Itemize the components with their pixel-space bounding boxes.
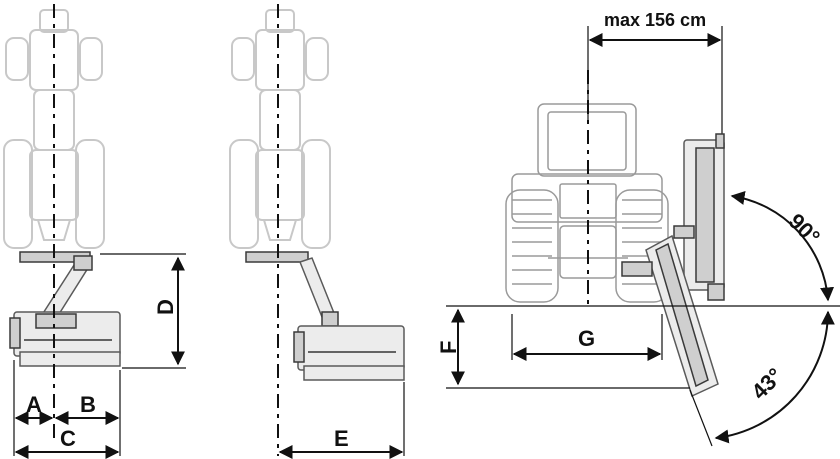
label-43: 43° bbox=[746, 363, 787, 404]
label-f: F bbox=[436, 341, 461, 354]
arc-90 bbox=[730, 191, 835, 302]
top-view-offset-mower: E bbox=[229, 4, 405, 459]
mower-body-1 bbox=[9, 311, 121, 367]
mower-vertical bbox=[683, 133, 725, 301]
mower-body-2 bbox=[293, 325, 405, 381]
tractor-outline-2 bbox=[229, 9, 331, 249]
label-max-width: max 156 cm bbox=[604, 10, 706, 30]
label-b: B bbox=[80, 392, 96, 417]
label-a: A bbox=[26, 392, 42, 417]
mower-arm-2 bbox=[245, 251, 339, 327]
label-90: 90° bbox=[784, 208, 825, 249]
label-d: D bbox=[153, 299, 178, 315]
dim-43-ext bbox=[689, 389, 713, 447]
label-e: E bbox=[334, 426, 349, 451]
arc-43 bbox=[714, 310, 835, 444]
label-g: G bbox=[578, 326, 595, 351]
top-view-rear-mower: D A B C bbox=[3, 4, 186, 459]
label-c: C bbox=[60, 426, 76, 451]
tractor-outline-1 bbox=[3, 9, 105, 249]
rear-view: max 156 cm bbox=[436, 10, 840, 447]
